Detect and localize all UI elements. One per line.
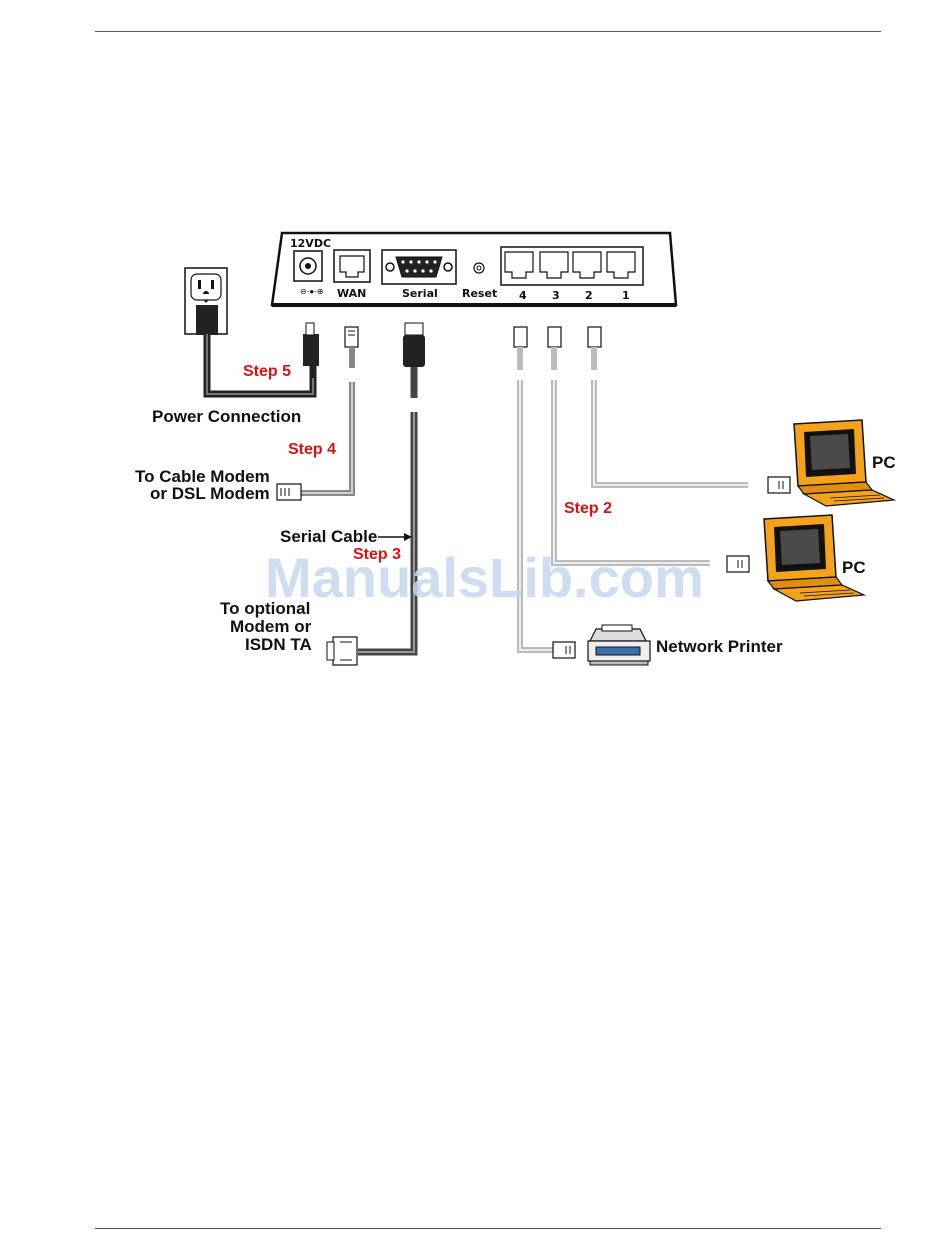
cable-modem-label-line2: or DSL Modem (150, 484, 270, 503)
lan-cable-port2-pc (588, 327, 790, 493)
polarity-symbol: ⊖-●-⊕ (300, 287, 324, 296)
power-connection-label: Power Connection (152, 407, 301, 426)
lan-port-label-3: 3 (552, 289, 560, 302)
serial-cable-arrow (378, 533, 412, 541)
serial-port-label: Serial (402, 287, 438, 300)
wan-port (334, 250, 370, 282)
network-printer-label: Network Printer (656, 637, 783, 656)
printer-icon (588, 625, 650, 665)
pc-bottom-label: PC (842, 558, 866, 577)
reset-label: Reset (462, 287, 497, 300)
step3-label: Step 3 (353, 546, 401, 563)
lan-port-label-4: 4 (519, 289, 527, 302)
router-back-panel: ⊖-●-⊕ 12VDC WAN Serial Reset (272, 233, 676, 305)
lan-ports (501, 247, 643, 285)
power-port-label: 12VDC (290, 237, 331, 250)
lan-port-label-1: 1 (622, 289, 630, 302)
serial-port (382, 250, 456, 284)
wall-outlet (185, 268, 227, 335)
optional-label-line2: Modem or (230, 617, 312, 636)
pc-top-label: PC (872, 453, 896, 472)
lan-port-label-2: 2 (585, 289, 593, 302)
optional-label-line3: ISDN TA (245, 635, 312, 654)
reset-button (474, 263, 484, 273)
step2-label: Step 2 (564, 500, 612, 517)
lan-cable-port3-pc (548, 327, 749, 572)
step5-label: Step 5 (243, 363, 291, 380)
watermark: ManualsLib.com (265, 546, 704, 609)
wan-port-label: WAN (337, 287, 366, 300)
optional-label-line1: To optional (220, 599, 310, 618)
step4-label: Step 4 (288, 441, 336, 458)
serial-cable-label: Serial Cable (280, 527, 377, 546)
